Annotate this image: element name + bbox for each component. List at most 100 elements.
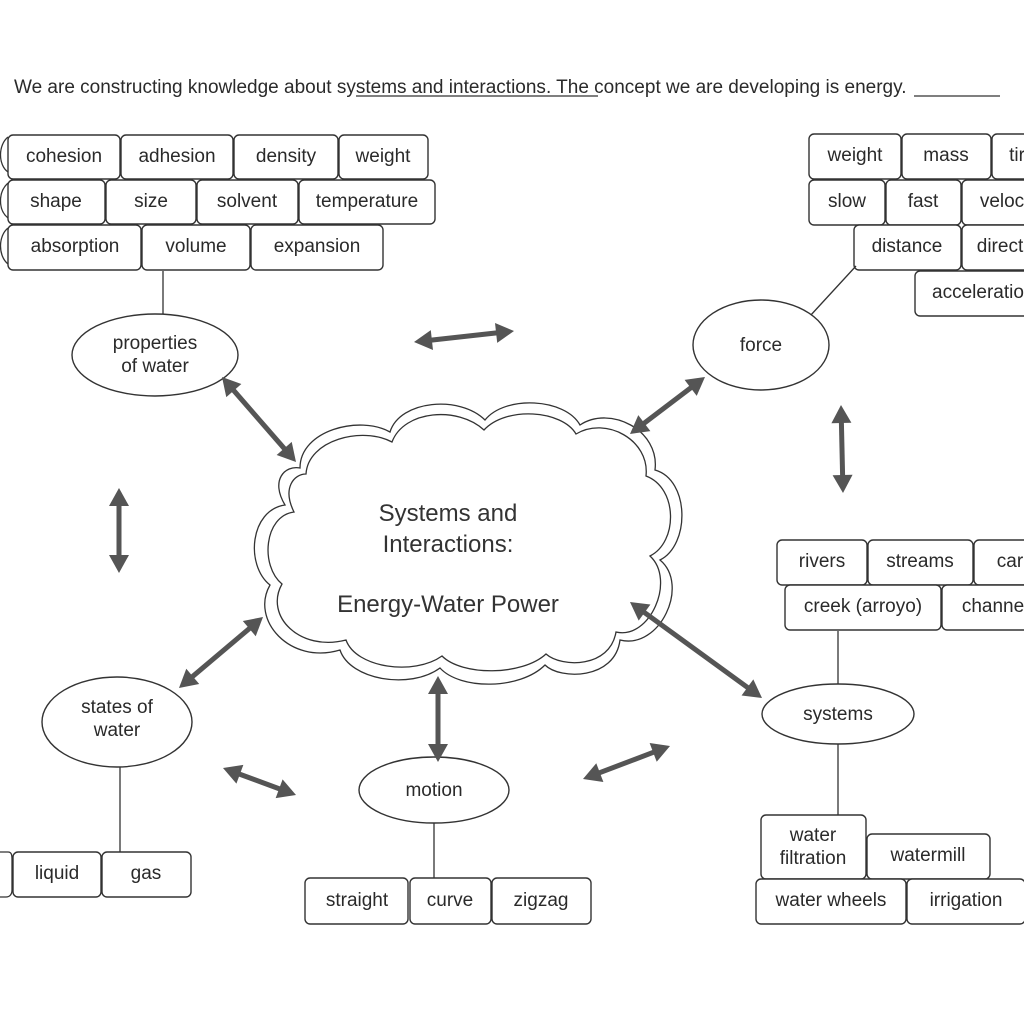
- svg-text:curve: curve: [427, 890, 473, 911]
- arrow-center-force: [630, 377, 705, 434]
- header-prefix: We are constructing knowledge about: [14, 77, 337, 98]
- partial-box-edge: [0, 136, 9, 173]
- term-velocity-partial: veloc: [961, 179, 1024, 226]
- force-terms: weight mass tir slow fast veloc distance…: [808, 133, 1024, 317]
- term-weight: weight: [338, 134, 429, 180]
- header-suffix: .: [901, 77, 906, 98]
- svg-text:weight: weight: [827, 145, 884, 166]
- term-straight: straight: [304, 877, 409, 925]
- arrow-head: [495, 323, 514, 343]
- term-adhesion: adhesion: [120, 134, 234, 180]
- svg-text:direct: direct: [977, 236, 1024, 257]
- svg-text:adhesion: adhesion: [138, 146, 215, 167]
- svg-text:distance: distance: [872, 236, 943, 257]
- node-properties-line1: properties: [113, 333, 198, 354]
- arrow-head: [109, 488, 129, 506]
- arrow-head: [222, 377, 242, 398]
- node-properties-of-water: properties of water: [71, 313, 239, 397]
- term-size: size: [105, 179, 197, 225]
- term-curve: curve: [409, 877, 492, 925]
- arrow-shaft: [639, 608, 753, 692]
- arrow-shaft: [595, 748, 658, 777]
- svg-text:volume: volume: [165, 236, 226, 257]
- arrow-shaft: [639, 383, 696, 428]
- term-temperature: temperature: [298, 179, 436, 225]
- arrow-head: [275, 779, 296, 799]
- states-terms: liquid gas: [0, 851, 192, 898]
- uses-terms: water filtration watermill water wheels …: [755, 814, 1024, 925]
- svg-text:veloc: veloc: [980, 191, 1024, 212]
- svg-text:expansion: expansion: [274, 236, 361, 257]
- arrow-head: [109, 555, 129, 573]
- svg-text:size: size: [134, 191, 168, 212]
- arrow-head: [630, 415, 651, 434]
- arrow-shaft: [229, 385, 289, 454]
- arrow-shaft: [838, 418, 846, 480]
- svg-text:car: car: [997, 551, 1024, 572]
- svg-text:filtration: filtration: [780, 848, 847, 869]
- term-water-filtration: water filtration: [760, 814, 867, 880]
- header-sentence: We are constructing knowledge about syst…: [14, 77, 906, 98]
- svg-text:zigzag: zigzag: [514, 890, 569, 911]
- svg-text:absorption: absorption: [31, 236, 120, 257]
- term-shape: shape: [7, 179, 106, 225]
- header-topic: systems and interactions: [337, 77, 546, 98]
- arrow-center-motion: [428, 676, 448, 762]
- term-zigzag: zigzag: [491, 877, 592, 925]
- arrow-head: [684, 377, 705, 396]
- arrow-head: [741, 679, 762, 698]
- term-slow: slow: [808, 179, 886, 226]
- header-middle: . The concept we are developing is: [546, 77, 845, 98]
- svg-text:weight: weight: [355, 146, 412, 167]
- arrow-head: [276, 441, 296, 462]
- arrow-shaft: [188, 624, 254, 681]
- svg-text:irrigation: irrigation: [930, 890, 1003, 911]
- svg-text:slow: slow: [828, 191, 866, 212]
- center-title-line1: Systems and: [379, 500, 518, 527]
- term-volume: volume: [141, 224, 251, 271]
- arrow-head: [242, 617, 263, 637]
- node-states-line1: states of: [81, 697, 154, 718]
- node-force-label: force: [740, 335, 782, 356]
- term-distance: distance: [853, 224, 962, 271]
- term-weight-force: weight: [808, 133, 902, 180]
- center-title-line2: Interactions:: [383, 531, 514, 558]
- svg-text:tir: tir: [1009, 145, 1024, 166]
- svg-text:fast: fast: [908, 191, 939, 212]
- svg-text:creek (arroyo): creek (arroyo): [804, 596, 922, 617]
- svg-text:channe: channe: [962, 596, 1024, 617]
- arrow-head: [223, 764, 244, 784]
- header-concept: energy: [845, 77, 904, 98]
- svg-text:watermill: watermill: [890, 845, 966, 866]
- svg-text:straight: straight: [326, 890, 389, 911]
- term-water-wheels: water wheels: [755, 878, 907, 925]
- waterways-terms: rivers streams car creek (arroyo) channe: [776, 539, 1024, 631]
- arrow-head: [649, 743, 670, 762]
- node-properties-line2: of water: [121, 356, 189, 377]
- arrow-head: [583, 763, 604, 782]
- svg-text:solvent: solvent: [217, 191, 278, 212]
- arrow-center-states: [179, 617, 263, 688]
- svg-text:streams: streams: [886, 551, 954, 572]
- svg-text:water wheels: water wheels: [775, 890, 887, 911]
- node-systems-label: systems: [803, 704, 873, 725]
- svg-text:density: density: [256, 146, 317, 167]
- term-rivers: rivers: [776, 539, 868, 586]
- term-streams: streams: [867, 539, 974, 586]
- arrow-head: [179, 668, 200, 688]
- arrow-head: [428, 744, 448, 762]
- svg-text:acceleratio: acceleratio: [932, 282, 1024, 303]
- svg-text:cohesion: cohesion: [26, 146, 102, 167]
- term-cohesion: cohesion: [7, 134, 121, 180]
- arrow-left-vertical: [109, 488, 129, 573]
- properties-terms: cohesion adhesion density weight shape s…: [0, 134, 436, 271]
- svg-text:gas: gas: [131, 863, 162, 884]
- arrow-force-vertical: [831, 405, 853, 493]
- cloud-outline: [253, 402, 683, 685]
- svg-text:rivers: rivers: [799, 551, 845, 572]
- node-motion: motion: [358, 756, 510, 824]
- term-gas: gas: [101, 851, 192, 898]
- arrow-properties-center: [222, 377, 296, 462]
- term-acceleration-partial: acceleratio: [914, 270, 1024, 317]
- node-systems: systems: [761, 683, 915, 745]
